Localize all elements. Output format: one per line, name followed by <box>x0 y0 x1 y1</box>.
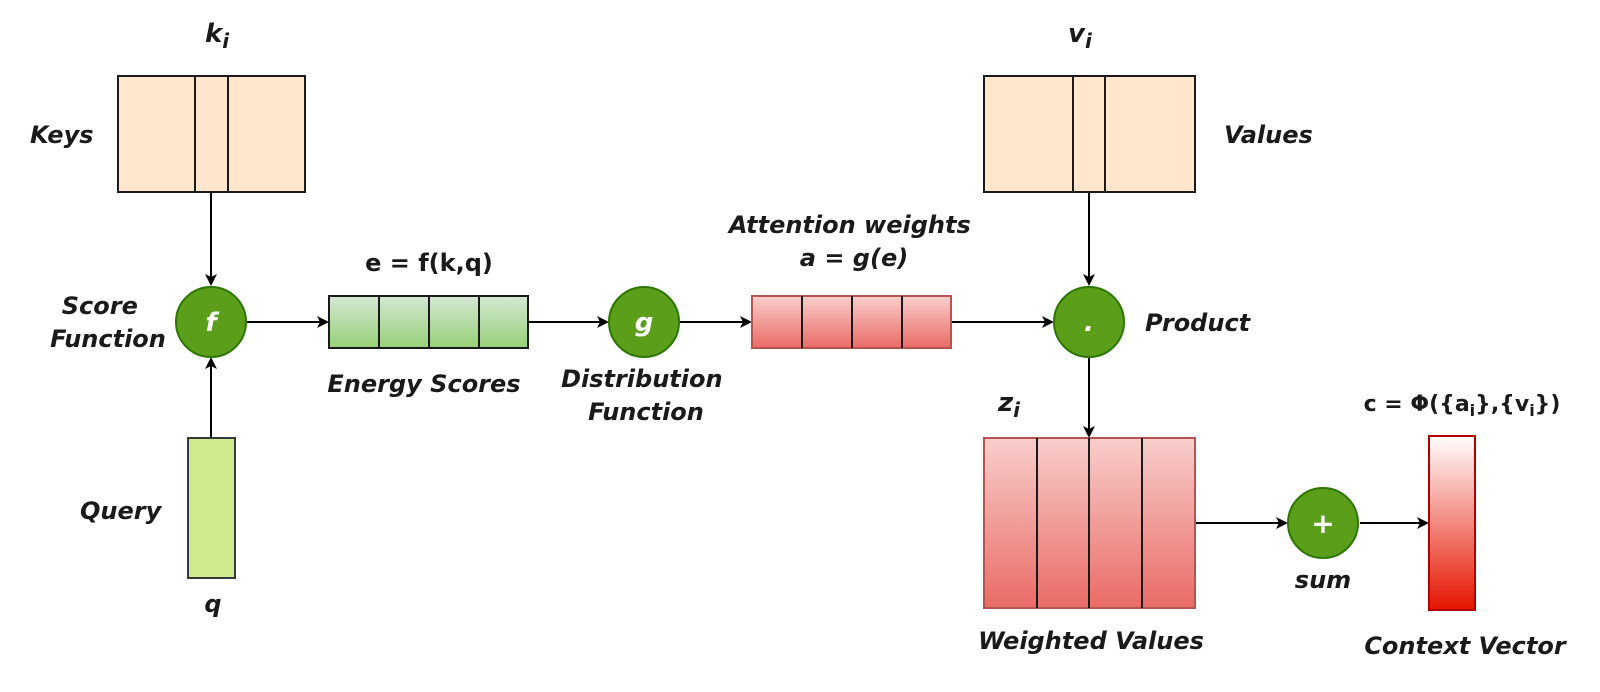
weighted-values-matrix <box>983 437 1196 609</box>
distribution-function-symbol: g <box>635 308 654 338</box>
weighted-values-label: Weighted Values <box>978 627 1204 655</box>
attention-weights-label: Attention weights a = g(e) <box>727 211 979 272</box>
values-label: Values <box>1224 121 1313 149</box>
energy-formula: e = f(k,q) <box>365 249 493 277</box>
sum-node <box>1287 487 1359 559</box>
query-vector <box>187 437 236 579</box>
sum-symbol: + <box>1311 507 1334 540</box>
score-function-symbol: f <box>205 308 220 338</box>
values-matrix <box>983 75 1196 193</box>
query-label: Query <box>80 497 163 525</box>
distribution-function-node <box>608 286 680 358</box>
distribution-function-label: Distribution Function <box>561 365 731 426</box>
context-vector <box>1428 435 1476 611</box>
product-node <box>1053 286 1125 358</box>
sum-label: sum <box>1295 566 1351 594</box>
energy-scores-label: Energy Scores <box>327 370 520 398</box>
weighted-index-label: zi <box>997 388 1021 422</box>
score-function-node <box>175 286 247 358</box>
value-index-label: vi <box>1068 19 1093 53</box>
key-index-label: ki <box>205 19 230 53</box>
energy-scores-vector <box>328 295 529 349</box>
context-vector-label: Context Vector <box>1364 632 1568 660</box>
keys-label: Keys <box>30 121 94 149</box>
product-label: Product <box>1145 309 1252 337</box>
query-symbol-label: q <box>204 590 221 618</box>
keys-matrix <box>117 75 306 193</box>
score-function-label: Score Function <box>50 292 166 353</box>
context-formula: c = Φ({ai},{vi}) <box>1364 392 1561 420</box>
attention-weights-vector <box>751 295 952 349</box>
product-symbol: . <box>1084 308 1094 338</box>
